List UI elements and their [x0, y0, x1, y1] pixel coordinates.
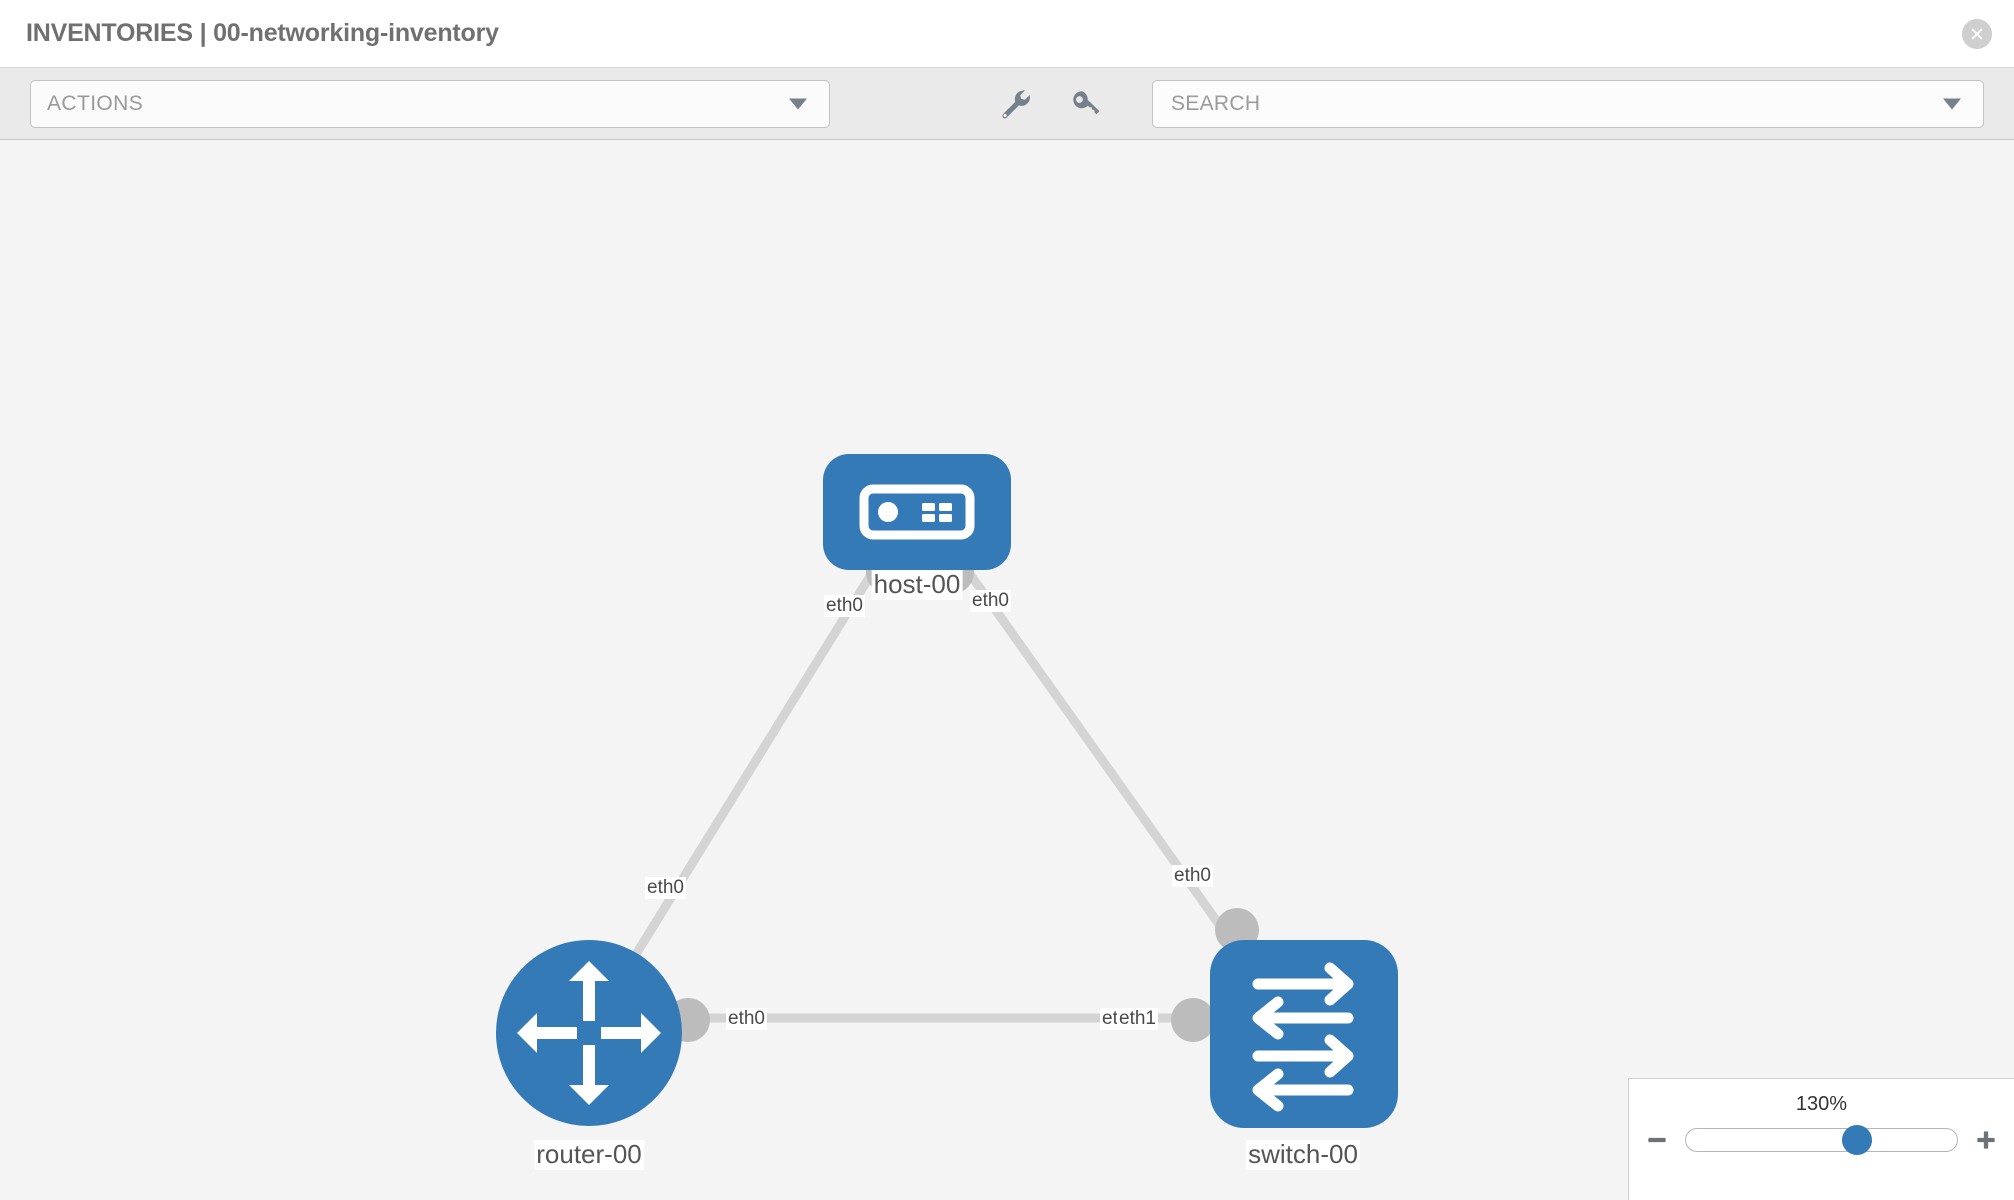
- topology-canvas[interactable]: host-00 router-00 switch-00 eth0 eth0 et…: [0, 140, 2014, 1200]
- iface-label: eth1: [1117, 1008, 1158, 1030]
- node-label-host-00: host-00: [871, 569, 963, 600]
- topology-graph: [496, 454, 1398, 1128]
- chevron-down-icon: [789, 98, 807, 109]
- toolbar: ACTIONS: [0, 68, 2014, 140]
- iface-dot[interactable]: [1171, 998, 1215, 1042]
- close-icon[interactable]: [1962, 18, 1992, 49]
- iface-label: eth0: [645, 877, 686, 899]
- node-host-00[interactable]: [823, 454, 1011, 570]
- chevron-down-icon[interactable]: [1943, 98, 1961, 109]
- plus-icon[interactable]: [1972, 1126, 2000, 1154]
- topology-links: [616, 557, 1259, 1023]
- iface-label: eth0: [970, 590, 1011, 612]
- iface-label: eth0: [1172, 865, 1213, 887]
- page-title: INVENTORIES | 00-networking-inventory: [26, 19, 499, 47]
- link-host-router[interactable]: [616, 557, 884, 983]
- actions-dropdown-label: ACTIONS: [47, 91, 144, 115]
- toolbar-icon-group: [996, 84, 1106, 124]
- iface-label: eth0: [824, 595, 865, 617]
- interface-endpoints: [666, 550, 1259, 1042]
- node-label-switch-00: switch-00: [1246, 1139, 1360, 1170]
- zoom-controls: [1629, 1125, 2014, 1155]
- zoom-slider-track[interactable]: [1685, 1125, 1958, 1155]
- node-label-router-00: router-00: [534, 1139, 644, 1170]
- wrench-icon[interactable]: [996, 84, 1036, 124]
- zoom-control-panel: 130%: [1628, 1078, 2014, 1200]
- actions-dropdown[interactable]: ACTIONS: [30, 79, 830, 128]
- page-header: INVENTORIES | 00-networking-inventory: [0, 0, 2014, 68]
- minus-icon[interactable]: [1643, 1126, 1671, 1154]
- search-input[interactable]: [1169, 90, 1888, 117]
- iface-label: eth0: [726, 1008, 767, 1030]
- key-icon[interactable]: [1066, 84, 1106, 124]
- node-router-00[interactable]: [496, 940, 682, 1126]
- zoom-slider-handle[interactable]: [1841, 1125, 1872, 1155]
- link-host-switch[interactable]: [956, 557, 1259, 978]
- search-field[interactable]: [1152, 79, 1984, 128]
- zoom-level-value: 130%: [1795, 1093, 1848, 1115]
- node-switch-00[interactable]: [1210, 940, 1398, 1128]
